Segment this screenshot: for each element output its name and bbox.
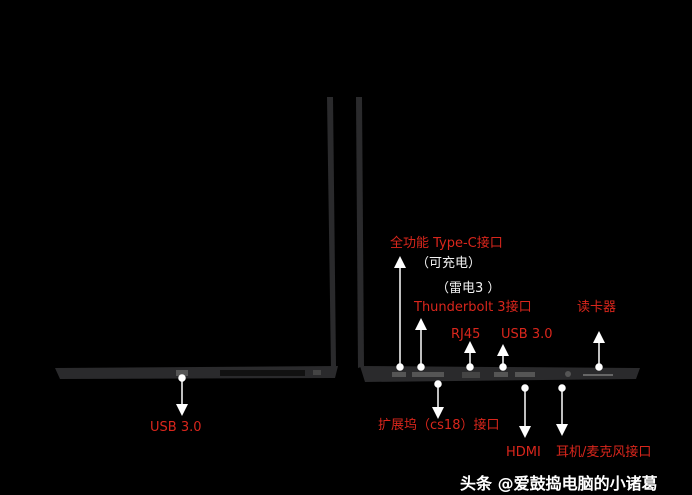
label-typec-note: （可充电）	[416, 256, 482, 271]
label-usb-left: USB 3.0	[150, 420, 202, 435]
right-laptop	[356, 97, 640, 382]
label-typec: 全功能 Type-C接口	[390, 236, 503, 251]
label-card-reader: 读卡器	[577, 300, 617, 315]
arrow-audio	[556, 384, 568, 436]
arrow-hdmi	[519, 384, 531, 438]
arrow-card-reader	[593, 331, 605, 371]
label-thunderbolt-note: （雷电3 ）	[436, 281, 501, 296]
label-audio: 耳机/麦克风接口	[556, 445, 652, 460]
label-usb-right: USB 3.0	[501, 327, 553, 342]
callout-arrows	[176, 256, 605, 438]
arrow-dock	[432, 380, 444, 419]
label-hdmi: HDMI	[506, 445, 541, 460]
arrow-rj45	[464, 341, 476, 371]
label-thunderbolt: Thunderbolt 3接口	[414, 300, 532, 315]
watermark: 头条 @爱鼓捣电脑的小诸葛	[460, 474, 658, 493]
label-rj45: RJ45	[451, 327, 481, 342]
arrow-usb-left	[176, 374, 188, 416]
left-laptop	[55, 97, 338, 379]
arrow-typec	[394, 256, 406, 371]
arrow-thunderbolt	[415, 318, 427, 371]
arrow-usb-right	[497, 344, 509, 371]
label-dock: 扩展坞（cs18）接口	[378, 418, 500, 433]
